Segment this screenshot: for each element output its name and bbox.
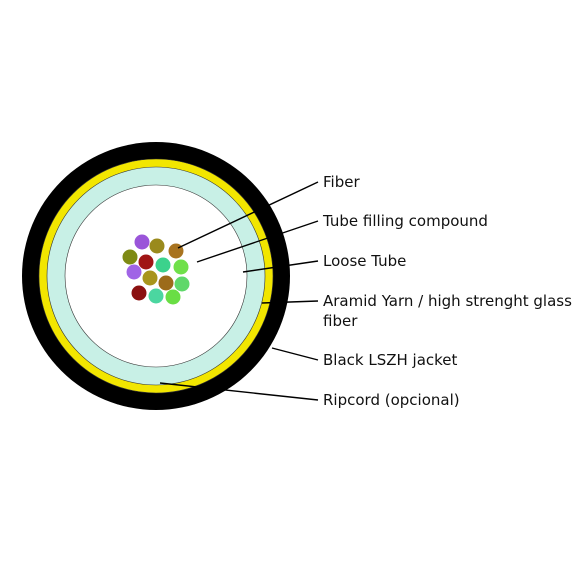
label-aramid-yarn-line1: Aramid Yarn / high strenght glass — [323, 292, 572, 310]
fiber-strand — [122, 249, 138, 265]
fiber-strand — [165, 289, 181, 305]
label-fiber: Fiber — [323, 173, 360, 191]
fiber-leader-line — [177, 181, 319, 249]
black-lszh-jacket-leader-line — [271, 347, 319, 361]
label-ripcord: Ripcord (opcional) — [323, 391, 460, 409]
fiber-strand — [174, 276, 190, 292]
label-black-lszh-jacket: Black LSZH jacket — [323, 351, 458, 369]
fiber-strand — [155, 257, 171, 273]
fiber-strand — [142, 270, 158, 286]
fiber-strand — [149, 238, 165, 254]
fiber-bundle — [122, 234, 190, 305]
fiber-strand — [173, 259, 189, 275]
label-tube-filling-compound: Tube filling compound — [322, 212, 488, 230]
fiber-strand — [138, 254, 154, 270]
label-aramid-yarn-line2: fiber — [323, 312, 358, 330]
ripcord-leader-line — [159, 382, 319, 401]
fiber-strand — [126, 264, 142, 280]
aramid-yarn-leader-line — [261, 300, 319, 304]
loose-tube-leader-line — [242, 260, 319, 273]
fiber-strand — [134, 234, 150, 250]
label-loose-tube: Loose Tube — [323, 252, 406, 270]
leader-lines — [159, 181, 319, 401]
fiber-strand — [158, 275, 174, 291]
fiber-strand — [148, 288, 164, 304]
fiber-strand — [131, 285, 147, 301]
tube-filling-compound-leader-line — [196, 220, 319, 263]
